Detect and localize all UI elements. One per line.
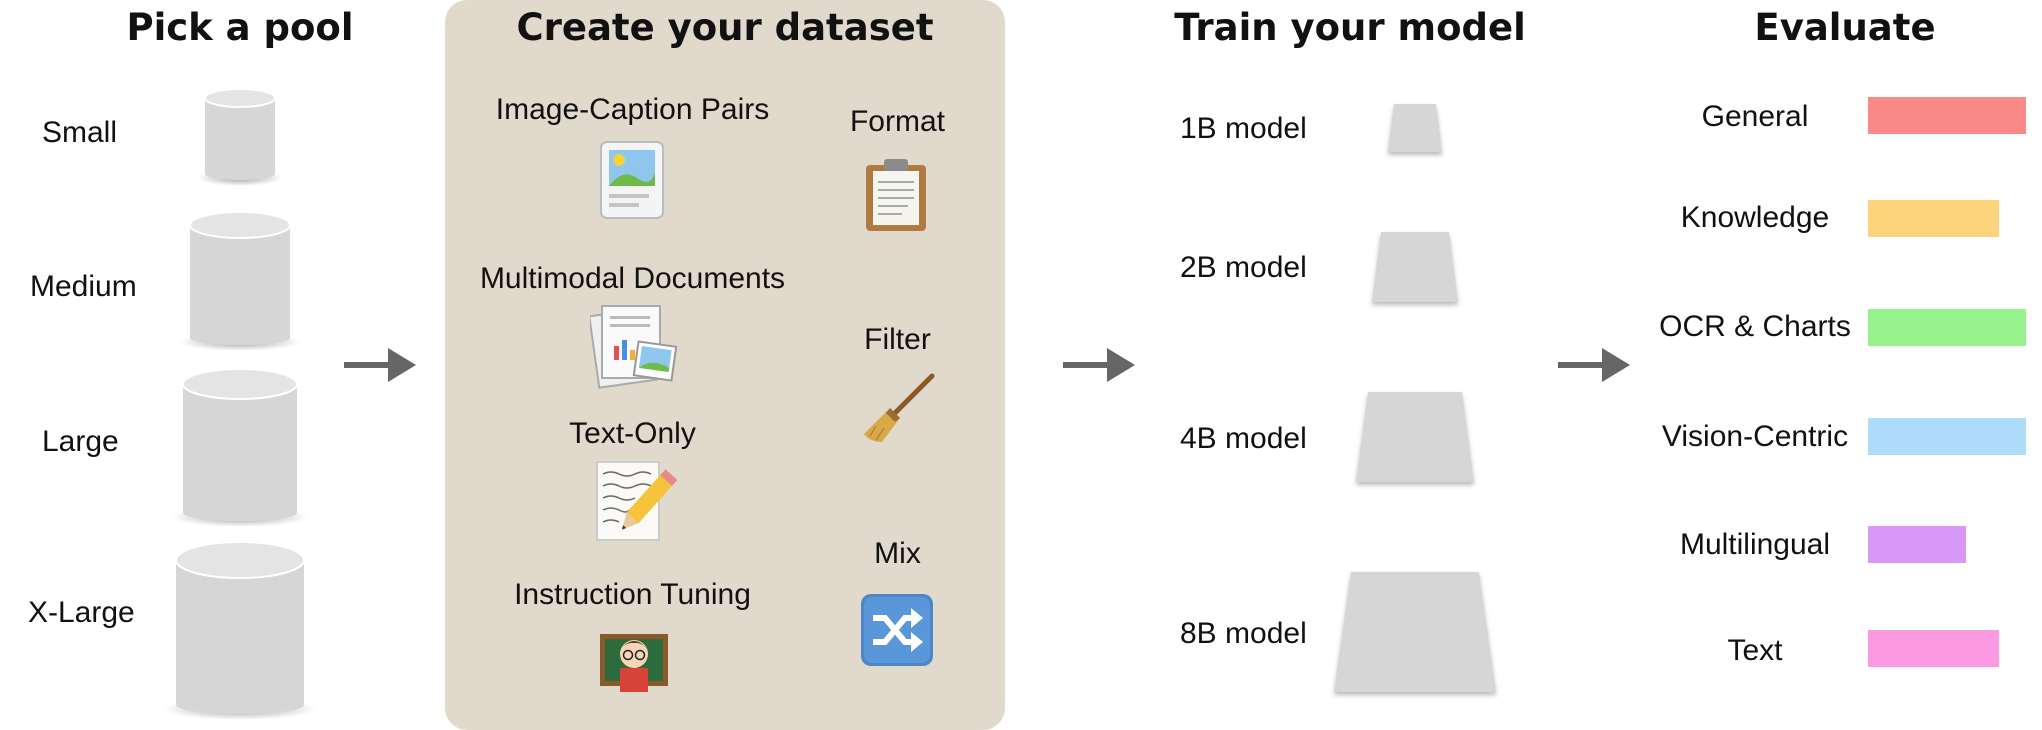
pool-label-large: Large — [42, 425, 119, 458]
dataset-type-multimodal-docs: Multimodal Documents — [479, 262, 786, 295]
dataset-type-image-caption: Image-Caption Pairs — [495, 93, 770, 126]
eval-label-vision-centric: Vision-Centric — [1661, 420, 1849, 453]
eval-label-knowledge: Knowledge — [1680, 201, 1830, 234]
cylinder-medium — [180, 211, 300, 351]
pool-label-medium: Medium — [30, 270, 137, 303]
eval-bar-general — [1868, 97, 2026, 134]
eval-bar-knowledge — [1868, 200, 1999, 237]
model-label-4b: 4B model — [1180, 422, 1307, 455]
teacher-icon — [600, 634, 668, 692]
train-heading: Train your model — [1174, 6, 1526, 49]
eval-label-general: General — [1701, 100, 1809, 133]
eval-label-ocr-charts: OCR & Charts — [1659, 310, 1851, 343]
model-8b-shape — [1334, 572, 1496, 692]
model-shapes — [1334, 104, 1496, 692]
model-label-8b: 8B model — [1180, 617, 1307, 650]
arrow-icon — [1558, 348, 1630, 382]
step-format-label: Format — [849, 105, 945, 138]
model-4b-shape — [1356, 392, 1474, 482]
model-1b-shape — [1388, 104, 1442, 152]
cylinder-small — [198, 88, 282, 186]
dataset-type-text-only: Text-Only — [569, 417, 696, 450]
broom-icon — [864, 373, 935, 442]
eval-bar-text — [1868, 630, 1999, 667]
eval-label-text: Text — [1727, 634, 1783, 667]
dataset-heading: Create your dataset — [516, 6, 934, 49]
cylinder-xlarge — [164, 541, 316, 720]
model-2b-shape — [1372, 232, 1458, 302]
arrow-icon — [1063, 348, 1135, 382]
cylinder-large — [172, 368, 308, 527]
eval-bar-ocr-charts — [1868, 309, 2026, 346]
shuffle-icon — [861, 594, 933, 666]
pool-label-small: Small — [42, 116, 118, 149]
clipboard-icon — [866, 159, 926, 231]
arrow-icon — [344, 348, 416, 382]
eval-bar-multilingual — [1868, 526, 1966, 563]
pool-heading: Pick a pool — [126, 6, 354, 49]
step-mix-label: Mix — [874, 537, 921, 570]
model-label-2b: 2B model — [1180, 251, 1307, 284]
dataset-type-instruction-tuning: Instruction Tuning — [514, 578, 751, 611]
pool-cylinders — [164, 88, 316, 720]
model-label-1b: 1B model — [1180, 112, 1307, 145]
pencil-paper-icon — [596, 461, 677, 541]
eval-bar-vision-centric — [1868, 418, 2026, 455]
eval-label-multilingual: Multilingual — [1679, 528, 1831, 561]
pool-label-xlarge: X-Large — [28, 596, 135, 629]
step-filter-label: Filter — [864, 323, 931, 356]
image-document-icon — [600, 141, 664, 219]
documents-icon — [590, 305, 678, 389]
evaluate-heading: Evaluate — [1754, 6, 1936, 49]
